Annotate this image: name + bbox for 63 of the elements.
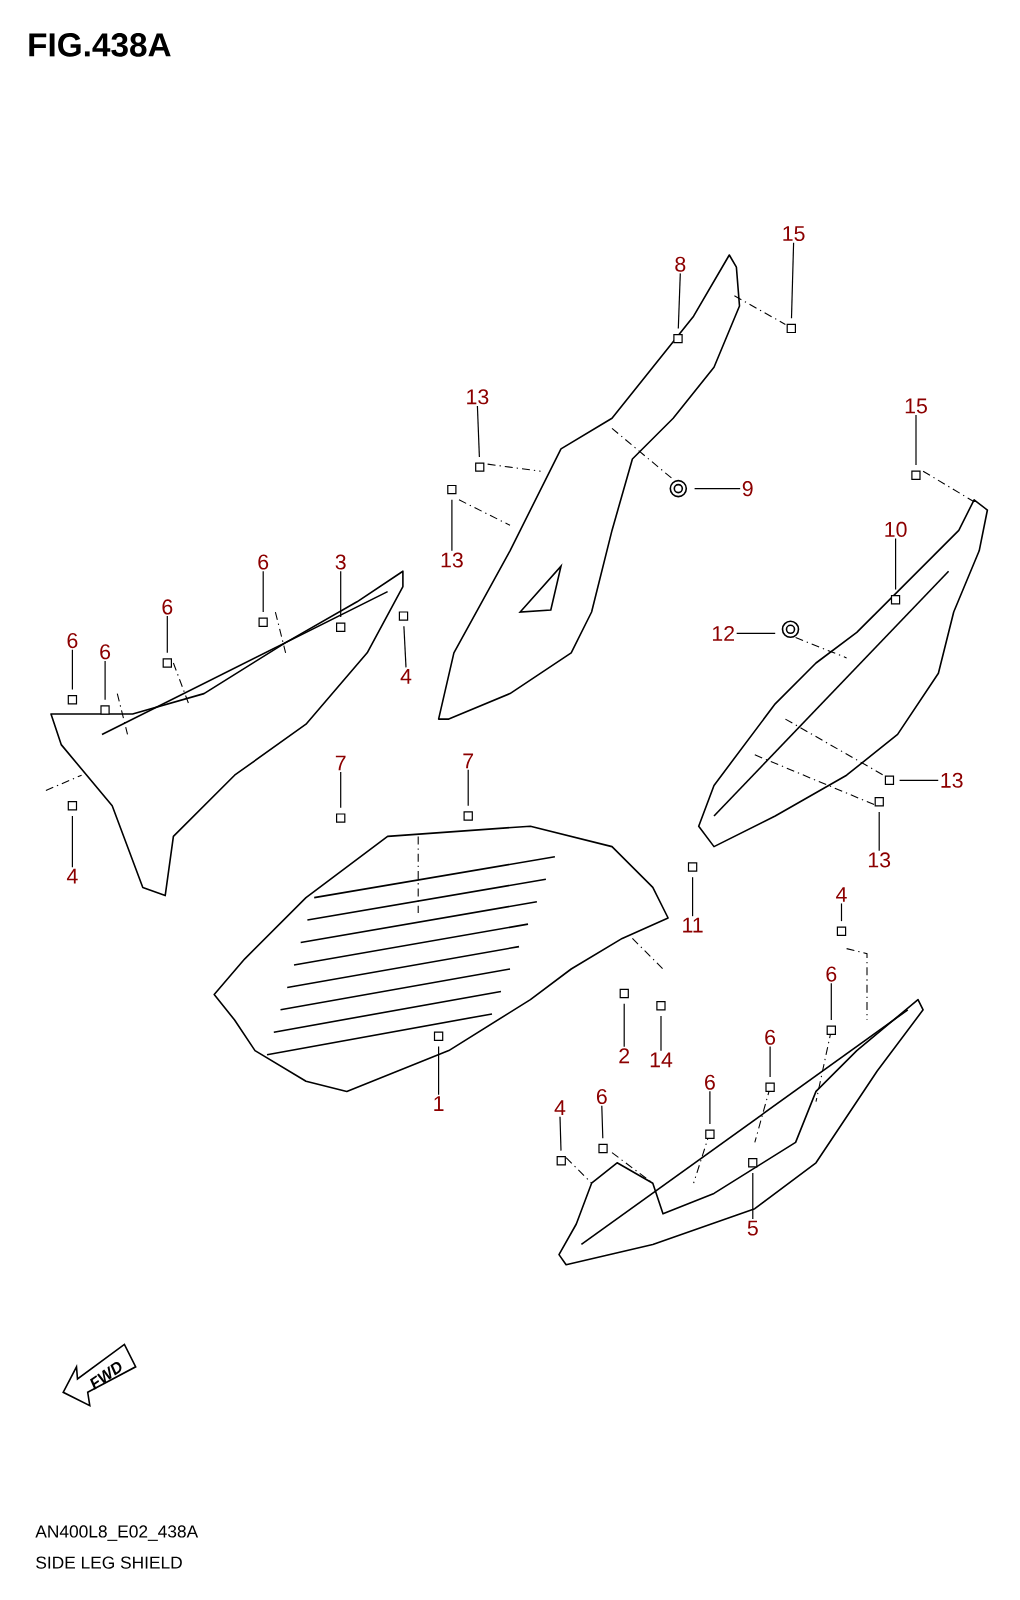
leader-line <box>677 272 681 329</box>
leader-line <box>166 615 168 654</box>
callout-number: 7 <box>463 753 474 769</box>
leader-line <box>403 625 407 668</box>
callout-number: 6 <box>765 1029 776 1045</box>
leader-line <box>915 414 917 466</box>
callout-number: 13 <box>868 852 891 868</box>
callout-number: 6 <box>258 554 269 570</box>
leader-line <box>340 570 342 618</box>
leader-line <box>752 1172 754 1220</box>
leader-line <box>709 1090 711 1125</box>
leader-line <box>71 649 73 691</box>
leader-line <box>601 1105 604 1139</box>
callout-number: 6 <box>100 644 111 660</box>
leader-line <box>476 405 480 458</box>
leader-line <box>467 769 469 807</box>
callout-number: 7 <box>335 755 346 771</box>
callout-number: 5 <box>747 1220 758 1236</box>
leader-line <box>623 1003 625 1048</box>
leader-line <box>840 902 843 922</box>
callout-number: 11 <box>683 917 703 933</box>
callout-number: 4 <box>836 887 847 902</box>
callout-number: 2 <box>619 1048 630 1064</box>
callout-number: 8 <box>675 256 686 272</box>
leader-line <box>694 488 741 490</box>
leader-line <box>340 771 342 809</box>
figure-caption: SIDE LEG SHIELD <box>36 1556 182 1569</box>
leader-line <box>899 779 939 781</box>
callout-number: 4 <box>400 668 412 684</box>
leader-line <box>830 982 832 1021</box>
callout-number: 4 <box>554 1100 566 1116</box>
leader-line <box>790 242 795 319</box>
leader-line <box>451 499 453 552</box>
callout-number: 4 <box>66 868 78 884</box>
callout-number: 15 <box>783 226 805 242</box>
leader-line <box>692 876 694 917</box>
leader-line <box>878 811 880 852</box>
callout-number: 13 <box>441 552 463 568</box>
leader-line <box>559 1116 562 1152</box>
leader-line <box>262 570 264 613</box>
callout-number: 10 <box>885 521 907 537</box>
callout-number: 12 <box>712 625 734 641</box>
callout-number: 6 <box>826 966 837 982</box>
callout-number: 15 <box>905 398 927 414</box>
leader-line <box>769 1045 771 1078</box>
callout-number: 6 <box>596 1088 607 1105</box>
drawing-code: AN400L8_E02_438A <box>35 1525 199 1541</box>
figure-title: FIG.438A <box>29 33 171 57</box>
callout-number: 13 <box>941 772 963 788</box>
callout-number: 6 <box>705 1074 715 1090</box>
callout-number: 6 <box>67 633 78 649</box>
leader-line <box>71 815 73 868</box>
callout-number: 3 <box>335 554 346 570</box>
callout-number: 1 <box>434 1096 444 1111</box>
leader-line <box>104 660 106 701</box>
leader-line <box>660 1015 662 1052</box>
callout-number: 13 <box>467 389 489 405</box>
callout-number: 6 <box>162 599 173 615</box>
leader-line <box>438 1045 440 1096</box>
leader-line <box>895 537 897 591</box>
leader-line <box>736 632 776 634</box>
callout-number: 9 <box>742 481 753 497</box>
callout-number: 14 <box>650 1052 673 1068</box>
